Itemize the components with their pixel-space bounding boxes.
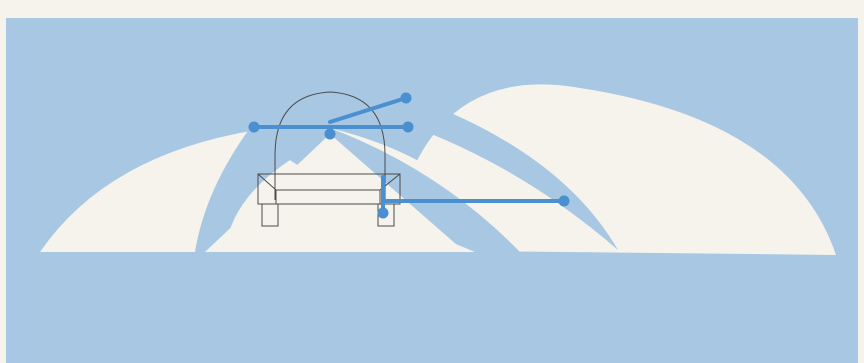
- marker-top-right-upper: [400, 92, 412, 104]
- beam-center: [205, 134, 465, 252]
- sensor-markers: [248, 92, 570, 219]
- marker-top-left: [248, 121, 260, 133]
- body-edge-left: [257, 173, 277, 191]
- connector-angled: [328, 96, 408, 124]
- wheel-left: [261, 203, 279, 227]
- coverage-dome-right: [390, 84, 836, 255]
- marker-top-right-lower: [402, 121, 414, 133]
- marker-far-right: [558, 195, 570, 207]
- marker-side: [377, 207, 389, 219]
- vehicle-roof: [274, 91, 386, 200]
- marker-top-center: [324, 128, 336, 140]
- vehicle-outline: [257, 91, 401, 227]
- vehicle-bumper: [275, 189, 381, 205]
- sensor-connectors: [252, 96, 566, 216]
- sweep-right: [405, 96, 618, 250]
- wedge-left: [195, 128, 290, 252]
